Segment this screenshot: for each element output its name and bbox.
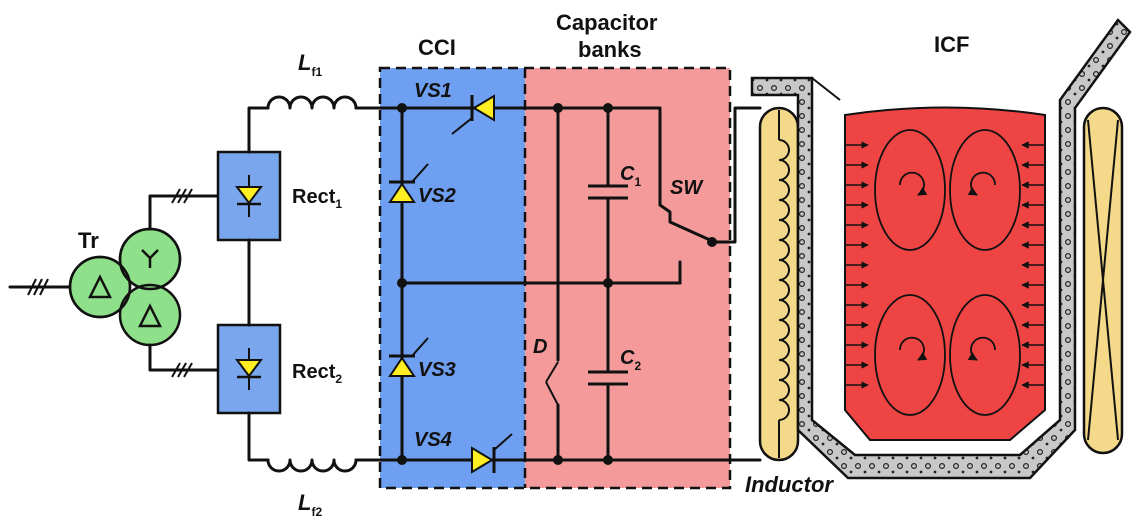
inductor-lf1 <box>266 95 358 110</box>
thyristor-vs2 <box>388 163 429 203</box>
vs2-label: VS2 <box>418 185 456 207</box>
capacitor-bank-wiring <box>545 103 762 465</box>
rectifier-2 <box>216 323 282 415</box>
sw-label: SW <box>670 177 704 199</box>
rect2-label: Rect2 <box>292 361 342 386</box>
cci-region <box>380 68 525 488</box>
lf2-label: Lf2 <box>298 490 322 517</box>
cci-title: CCI <box>418 35 456 60</box>
transformer-output-wires <box>148 188 220 378</box>
vs4-label: VS4 <box>414 429 452 451</box>
thyristor-vs3 <box>388 337 429 377</box>
thyristor-vs1 <box>451 94 495 135</box>
inductor-label: Inductor <box>745 472 834 497</box>
dc-link-wiring <box>247 95 404 473</box>
input-line <box>8 278 74 296</box>
icf-title: ICF <box>934 32 969 57</box>
inductor-lf2 <box>266 458 358 473</box>
transformer <box>68 227 182 347</box>
capacitor-banks-title-line2: banks <box>578 37 642 62</box>
thyristor-vs4 <box>471 433 513 474</box>
rectifier-1 <box>216 150 282 242</box>
coil-cross-section <box>1082 106 1124 455</box>
vs1-label: VS1 <box>414 80 452 102</box>
tr-label: Tr <box>78 228 99 253</box>
lf1-label: Lf1 <box>298 50 322 79</box>
rect1-label: Rect1 <box>292 186 342 211</box>
capacitor-banks-title-line1: Capacitor <box>556 10 658 35</box>
vs3-label: VS3 <box>418 359 456 381</box>
molten-metal <box>844 106 1046 441</box>
cci-wiring <box>397 103 737 465</box>
region-border <box>378 66 732 490</box>
capacitor-banks-region <box>525 68 730 488</box>
induction-coil <box>733 106 800 462</box>
c1-label: C1 <box>620 163 641 189</box>
d-label: D <box>533 336 547 358</box>
c2-label: C2 <box>620 347 641 373</box>
crucible <box>750 18 1132 480</box>
